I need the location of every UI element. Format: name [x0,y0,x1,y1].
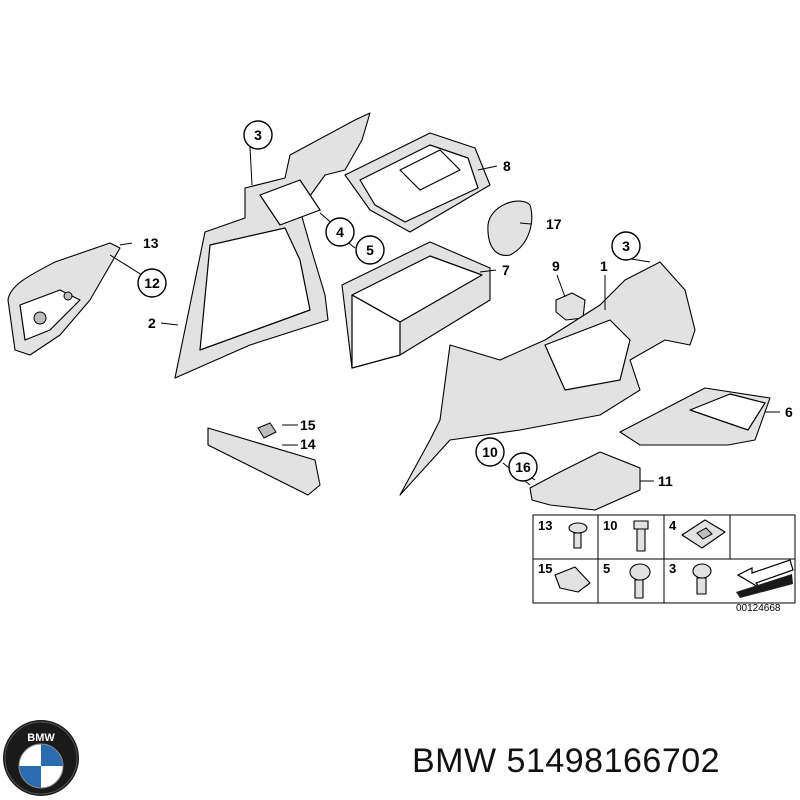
callout-label: 1 [600,258,608,274]
legend-arrow-cell [736,559,794,598]
part-clip [555,292,586,321]
callout-label: 11 [658,473,673,489]
part-tray-right [619,387,771,446]
svg-text:BMW: BMW [27,732,55,744]
callout-10: 10 [475,437,505,467]
callout-12: 15 [300,417,316,433]
legend-cell-10: 10 [603,518,649,552]
callout-5: 5 [355,235,385,265]
part-cover-strip [207,422,321,496]
part-storage-tray-upper [344,132,491,233]
part-storage-box [341,241,491,369]
callout-label: 3 [622,238,630,254]
callout-label: 17 [546,216,562,232]
svg-text:3: 3 [669,561,676,576]
callout-4: 4 [325,217,355,247]
callout-9: 9 [552,258,560,274]
part-holder [529,451,641,511]
brand-name: BMW [412,742,497,780]
part-left-side-trim [174,112,371,379]
drawing-id: 00124668 [736,603,781,614]
legend-cell-3: 3 [669,561,712,595]
callout-label: 4 [336,224,344,240]
legend-cell-15: 15 [538,561,591,593]
fastener-legend: 13 10 4 15 5 3 [532,514,796,604]
callout-label: 16 [515,459,531,475]
svg-text:13: 13 [538,518,552,533]
part-cover [487,200,533,256]
svg-text:4: 4 [669,518,677,533]
callout-label: 2 [148,315,156,331]
svg-text:10: 10 [603,518,617,533]
svg-text:5: 5 [603,561,610,576]
callout-label: 8 [503,158,511,174]
callout-8: 8 [503,158,511,174]
callout-3a: 3 [243,120,273,150]
callout-label: 10 [482,444,498,460]
legend-cell-5: 5 [603,561,651,599]
callout-label: 7 [502,262,510,278]
part-right-side-trim [399,261,696,496]
callout-1: 1 [600,258,608,274]
svg-text:15: 15 [538,561,552,576]
callout-label: 12 [144,275,160,291]
callout-3b: 3 [611,231,641,261]
callout-11: 14 [300,436,316,452]
callout-17: 17 [546,216,562,232]
callout-2: 2 [148,315,156,331]
part-left-trim-panel [7,242,121,356]
callout-14: 13 [143,235,159,251]
legend-cell-13: 13 [538,518,588,549]
callout-6: 6 [785,404,793,420]
callout-15: 16 [508,452,538,482]
callout-label: 13 [143,235,159,251]
callout-7: 7 [502,262,510,278]
leader-lines [109,127,780,486]
callout-label: 6 [785,404,793,420]
legend-cell-4: 4 [669,518,726,549]
callout-label: 14 [300,436,316,452]
product-title: BMW 51498166702 [412,742,720,781]
callout-16: 11 [658,473,673,489]
callout-label: 9 [552,258,560,274]
callout-label: 3 [254,127,262,143]
callout-label: 15 [300,417,316,433]
callout-label: 5 [366,242,374,258]
bmw-logo-icon: BMW [3,720,79,796]
part-number: 51498166702 [506,742,721,780]
callout-13: 12 [137,268,167,298]
